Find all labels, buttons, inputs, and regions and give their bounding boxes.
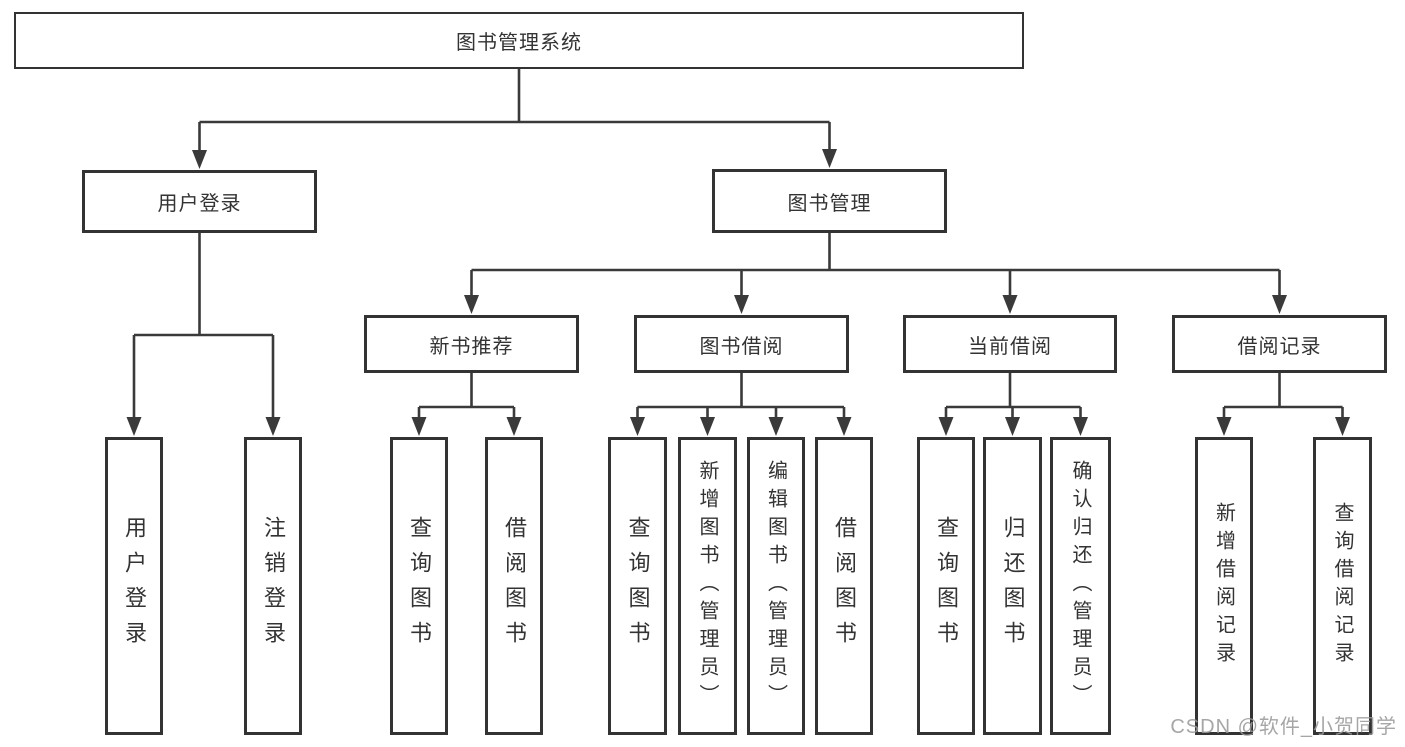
node-label: 借阅记录 <box>1237 335 1322 358</box>
arrowhead-down-icon <box>411 417 427 436</box>
node-book-borrow: 图书借阅 <box>634 315 849 373</box>
node-leaf-query-book-2: 查询图书 <box>608 437 667 735</box>
node-label: 用户登录 <box>122 516 147 656</box>
node-leaf-add-record: 新增借阅记录 <box>1195 437 1253 735</box>
node-label: 借阅图书 <box>832 516 857 656</box>
node-label: 新增借阅记录 <box>1212 502 1235 670</box>
node-leaf-user-login: 用户登录 <box>105 437 163 735</box>
node-leaf-query-book-1: 查询图书 <box>390 437 448 735</box>
arrowhead-down-icon <box>506 417 522 436</box>
node-label: 查询借阅记录 <box>1331 502 1353 670</box>
arrowhead-down-icon <box>1335 417 1350 436</box>
arrowhead-down-icon <box>1216 417 1232 436</box>
node-label: 图书借阅 <box>699 335 784 358</box>
node-book-mgmt: 图书管理 <box>712 169 947 233</box>
node-leaf-confirm-return: 确认归还（管理员） <box>1050 437 1111 735</box>
node-label: 用户登录 <box>157 193 242 215</box>
node-label: 查询图书 <box>625 516 651 656</box>
node-leaf-logout: 注销登录 <box>244 437 302 735</box>
arrowhead-down-icon <box>126 417 142 436</box>
node-leaf-query-record: 查询借阅记录 <box>1313 437 1372 735</box>
arrowhead-down-icon <box>1005 417 1020 436</box>
node-leaf-borrow-book-2: 借阅图书 <box>815 437 873 735</box>
node-user-login: 用户登录 <box>82 170 317 233</box>
arrowhead-down-icon <box>836 417 852 436</box>
node-label: 图书管理系统 <box>456 32 582 54</box>
arrowhead-down-icon <box>734 295 749 314</box>
node-label: 新书推荐 <box>429 335 514 358</box>
node-label: 新增图书（管理员） <box>696 460 718 712</box>
arrowhead-down-icon <box>822 149 837 168</box>
node-label: 当前借阅 <box>968 335 1052 358</box>
node-leaf-borrow-book-1: 借阅图书 <box>485 437 543 735</box>
arrowhead-down-icon <box>768 417 784 436</box>
arrowhead-down-icon <box>1002 295 1018 314</box>
arrowhead-down-icon <box>938 417 954 436</box>
node-label: 注销登录 <box>261 516 286 656</box>
arrowhead-down-icon <box>700 417 715 436</box>
node-borrow-records: 借阅记录 <box>1172 315 1387 373</box>
csdn-watermark: CSDN @软件_小贺同学 <box>1170 716 1397 738</box>
node-leaf-return-book: 归还图书 <box>983 437 1042 735</box>
arrowhead-down-icon <box>1272 295 1287 314</box>
node-leaf-edit-book: 编辑图书（管理员） <box>747 437 805 735</box>
node-label: 编辑图书（管理员） <box>764 460 787 712</box>
arrowhead-down-icon <box>192 150 207 169</box>
node-leaf-query-book-3: 查询图书 <box>917 437 975 735</box>
node-root: 图书管理系统 <box>14 12 1024 69</box>
node-new-book-rec: 新书推荐 <box>364 315 579 373</box>
arrowhead-down-icon <box>265 417 281 436</box>
node-leaf-add-book: 新增图书（管理员） <box>678 437 737 735</box>
node-label: 借阅图书 <box>502 516 527 656</box>
node-current-borrow: 当前借阅 <box>903 315 1117 373</box>
arrowhead-down-icon <box>630 417 645 436</box>
node-label: 图书管理 <box>787 192 872 215</box>
node-label: 确认归还（管理员） <box>1069 460 1091 712</box>
arrowhead-down-icon <box>1073 417 1088 436</box>
node-label: 归还图书 <box>1000 516 1026 656</box>
arrowhead-down-icon <box>464 295 479 314</box>
node-label: 查询图书 <box>934 516 959 656</box>
node-label: 查询图书 <box>407 516 432 656</box>
